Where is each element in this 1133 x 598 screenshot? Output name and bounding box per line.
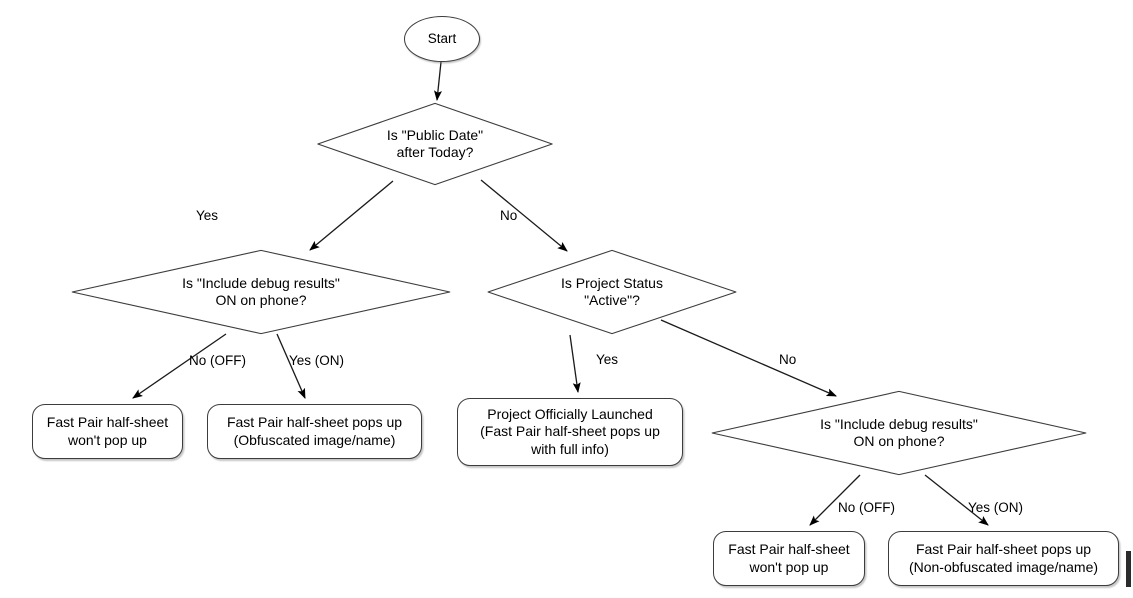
- node-result-launched[interactable]: Project Officially Launched (Fast Pair h…: [457, 398, 683, 466]
- node-decision-debug-left-label: Is "Include debug results" ON on phone?: [182, 274, 340, 308]
- node-result-left-on-label: Fast Pair half-sheet pops up (Obfuscated…: [226, 414, 403, 448]
- diamond-shape-icon: [706, 390, 1092, 476]
- node-start-label: Start: [427, 30, 457, 46]
- diamond-shape-icon: [484, 249, 740, 335]
- node-result-right-off[interactable]: Fast Pair half-sheet won't pop up: [713, 531, 865, 586]
- edge-label-debug-right-no-off: No (OFF): [838, 500, 895, 515]
- node-decision-debug-right[interactable]: Is "Include debug results" ON on phone?: [706, 390, 1092, 476]
- edge-label-public-date-no: No: [500, 208, 518, 223]
- node-decision-debug-left[interactable]: Is "Include debug results" ON on phone?: [66, 249, 456, 335]
- node-result-left-off-label: Fast Pair half-sheet won't pop up: [46, 414, 169, 448]
- node-decision-debug-right-label: Is "Include debug results" ON on phone?: [820, 415, 978, 449]
- node-result-left-on[interactable]: Fast Pair half-sheet pops up (Obfuscated…: [207, 404, 422, 459]
- edge-debug-left-yes-on: [276, 333, 306, 399]
- diamond-shape-icon: [314, 102, 556, 186]
- node-result-right-on[interactable]: Fast Pair half-sheet pops up (Non-obfusc…: [888, 531, 1119, 586]
- node-result-launched-label: Project Officially Launched (Fast Pair h…: [480, 406, 660, 457]
- right-edge-artifact: [1126, 551, 1131, 587]
- edge-public-date-yes: [309, 180, 394, 251]
- edge-label-public-date-yes: Yes: [196, 208, 219, 223]
- node-decision-public-date[interactable]: Is "Public Date" after Today?: [314, 102, 556, 186]
- edge-label-project-status-yes: Yes: [596, 352, 619, 367]
- edge-label-debug-left-yes-on: Yes (ON): [289, 353, 345, 368]
- node-result-right-on-label: Fast Pair half-sheet pops up (Non-obfusc…: [908, 541, 1099, 575]
- edge-label-debug-right-yes-on: Yes (ON): [968, 500, 1024, 515]
- edge-label-debug-left-no-off: No (OFF): [189, 353, 246, 368]
- node-result-right-off-label: Fast Pair half-sheet won't pop up: [728, 541, 850, 575]
- edge-debug-left-no-off: [132, 333, 227, 399]
- edge-start-to-public-date: [433, 61, 442, 102]
- edge-debug-right-no-off: [809, 474, 861, 526]
- node-result-left-off[interactable]: Fast Pair half-sheet won't pop up: [32, 404, 183, 459]
- diamond-shape-icon: [66, 249, 456, 335]
- node-decision-public-date-label: Is "Public Date" after Today?: [386, 126, 484, 160]
- node-start[interactable]: Start: [404, 16, 480, 62]
- node-decision-project-status[interactable]: Is Project Status "Active"?: [484, 249, 740, 335]
- edge-project-status-yes: [569, 334, 581, 394]
- node-decision-project-status-label: Is Project Status "Active"?: [561, 274, 663, 308]
- edge-label-project-status-no: No: [779, 352, 797, 367]
- edge-project-status-no: [660, 319, 837, 397]
- edge-debug-right-yes-on: [924, 474, 989, 526]
- edge-public-date-no: [480, 179, 568, 252]
